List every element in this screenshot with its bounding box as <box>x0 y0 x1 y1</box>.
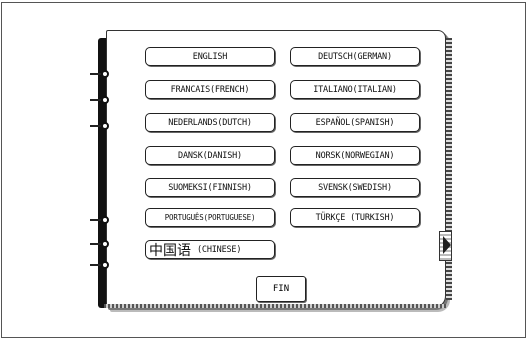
chinese-label: (CHINESE) <box>197 244 242 255</box>
binder-ring-icon <box>90 240 112 248</box>
norsk-button[interactable]: NORSK(NORWEGIAN) <box>290 146 420 165</box>
book-spine <box>98 38 106 308</box>
deutsch-button[interactable]: DEUTSCH(GERMAN) <box>290 47 420 66</box>
nederlands-button[interactable]: NEDERLANDS(DUTCH) <box>145 113 275 132</box>
portugues-button[interactable]: PORTUGUÊS(PORTUGUESE) <box>145 208 275 227</box>
turkce-button[interactable]: TÜRKÇE (TURKISH) <box>290 208 420 227</box>
binder-ring-icon <box>90 261 112 269</box>
svensk-button[interactable]: SVENSK(SWEDISH) <box>290 178 420 197</box>
binder-ring-icon <box>90 122 112 130</box>
english-button[interactable]: ENGLISH <box>145 47 275 66</box>
binder-ring-icon <box>90 216 112 224</box>
chinese-glyphs: 中国语 <box>149 242 191 259</box>
binder-ring-icon <box>90 96 112 104</box>
suomeksi-button[interactable]: SUOMEKSI(FINNISH) <box>145 178 275 197</box>
book-page <box>106 30 446 308</box>
book-page-edge <box>446 38 452 300</box>
binder-ring-icon <box>90 70 112 78</box>
book-bottom-edge <box>104 304 446 308</box>
language-book <box>90 28 458 313</box>
italiano-button[interactable]: ITALIANO(ITALIAN) <box>290 80 420 99</box>
fin-button[interactable]: FIN <box>256 276 306 302</box>
francais-button[interactable]: FRANCAIS(FRENCH) <box>145 80 275 99</box>
chinese-button[interactable]: 中国语 (CHINESE) <box>145 240 275 259</box>
arrow-right-icon <box>443 236 451 254</box>
espanol-button[interactable]: ESPAÑOL(SPANISH) <box>290 113 420 132</box>
dansk-button[interactable]: DANSK(DANISH) <box>145 146 275 165</box>
